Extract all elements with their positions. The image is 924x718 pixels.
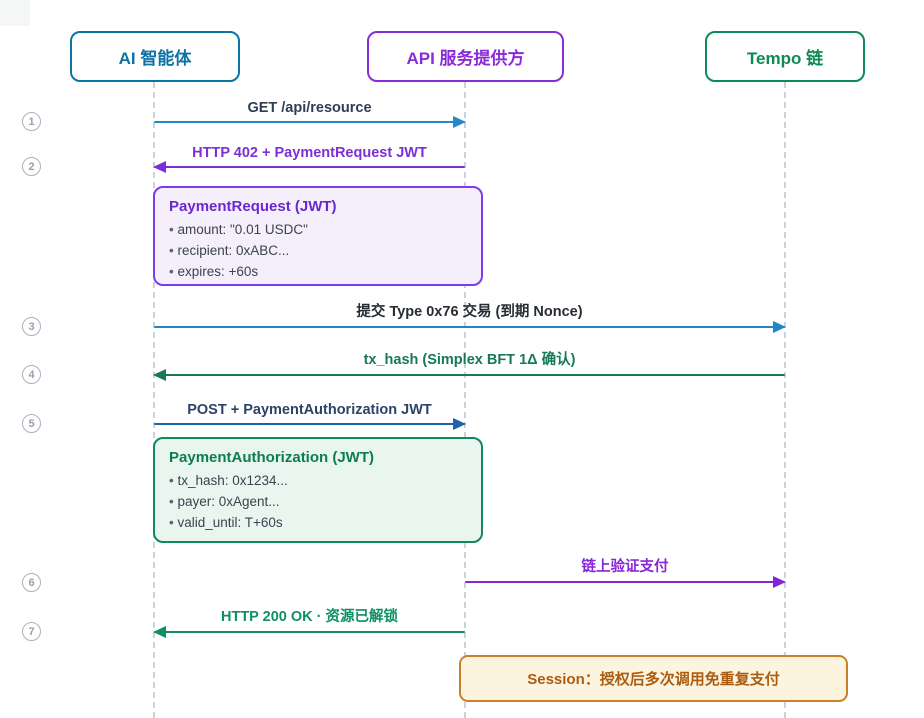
note-title: PaymentRequest (JWT) bbox=[169, 198, 337, 215]
message-http-402: HTTP 402 + PaymentRequest JWT bbox=[153, 140, 465, 173]
participant-tempo-chain: Tempo 链 bbox=[705, 31, 865, 82]
payment-authorization-note: PaymentAuthorization (JWT) tx_hash: 0x12… bbox=[153, 437, 483, 543]
step-number-6: 6 bbox=[22, 573, 41, 592]
participant-label: Tempo 链 bbox=[746, 49, 824, 68]
arrow-line bbox=[465, 580, 785, 583]
message-label: tx_hash (Simplex BFT 1Δ 确认) bbox=[363, 352, 576, 368]
participant-api-provider: API 服务提供方 bbox=[367, 31, 564, 82]
message-label: 链上验证支付 bbox=[581, 559, 669, 575]
step-number-1: 1 bbox=[22, 112, 41, 131]
arrow-right-icon bbox=[773, 320, 786, 333]
step-number-3: 3 bbox=[22, 317, 41, 336]
arrow-line bbox=[154, 120, 465, 123]
arrow-line bbox=[154, 325, 785, 328]
participant-label: API 服务提供方 bbox=[406, 49, 525, 68]
message-label: HTTP 402 + PaymentRequest JWT bbox=[192, 145, 427, 161]
message-verify-onchain: 链上验证支付 bbox=[465, 555, 786, 588]
arrow-left-icon bbox=[153, 160, 166, 173]
lifeline-api-provider bbox=[464, 82, 466, 718]
note-item: tx_hash: 0x1234... bbox=[169, 470, 467, 491]
arrow-right-icon bbox=[453, 115, 466, 128]
arrow-line bbox=[154, 422, 465, 425]
message-label: GET /api/resource bbox=[247, 100, 372, 116]
arrow-line bbox=[154, 630, 465, 633]
message-post-authorization: POST + PaymentAuthorization JWT bbox=[154, 397, 466, 430]
arrow-line bbox=[154, 165, 465, 168]
arrow-right-icon bbox=[773, 575, 786, 588]
message-label: 提交 Type 0x76 交易 (到期 Nonce) bbox=[356, 304, 583, 320]
step-number-4: 4 bbox=[22, 365, 41, 384]
step-number-7: 7 bbox=[22, 622, 41, 641]
participant-ai-agent: AI 智能体 bbox=[70, 31, 240, 82]
lifeline-ai-agent bbox=[153, 82, 155, 718]
note-item: amount: "0.01 USDC" bbox=[169, 219, 467, 240]
session-note-label: Session：授权后多次调用免重复支付 bbox=[527, 671, 780, 688]
note-title: PaymentAuthorization (JWT) bbox=[169, 449, 374, 466]
step-number-5: 5 bbox=[22, 414, 41, 433]
note-item: valid_until: T+60s bbox=[169, 512, 467, 533]
lifeline-tempo-chain bbox=[784, 82, 786, 718]
step-number-2: 2 bbox=[22, 157, 41, 176]
participant-label: AI 智能体 bbox=[118, 49, 192, 68]
message-get-resource: GET /api/resource bbox=[154, 95, 466, 128]
corner-artifact bbox=[0, 0, 30, 26]
note-item: expires: +60s bbox=[169, 261, 467, 282]
message-tx-hash: tx_hash (Simplex BFT 1Δ 确认) bbox=[153, 348, 785, 381]
arrow-left-icon bbox=[153, 368, 166, 381]
session-note: Session：授权后多次调用免重复支付 bbox=[459, 655, 848, 702]
message-label: HTTP 200 OK · 资源已解锁 bbox=[221, 609, 398, 625]
message-http-200: HTTP 200 OK · 资源已解锁 bbox=[153, 605, 465, 638]
message-label: POST + PaymentAuthorization JWT bbox=[187, 402, 432, 418]
note-item: payer: 0xAgent... bbox=[169, 491, 467, 512]
message-submit-tx: 提交 Type 0x76 交易 (到期 Nonce) bbox=[154, 300, 786, 333]
payment-request-note: PaymentRequest (JWT) amount: "0.01 USDC"… bbox=[153, 186, 483, 286]
note-item: recipient: 0xABC... bbox=[169, 240, 467, 261]
arrow-left-icon bbox=[153, 625, 166, 638]
arrow-line bbox=[154, 373, 785, 376]
arrow-right-icon bbox=[453, 417, 466, 430]
